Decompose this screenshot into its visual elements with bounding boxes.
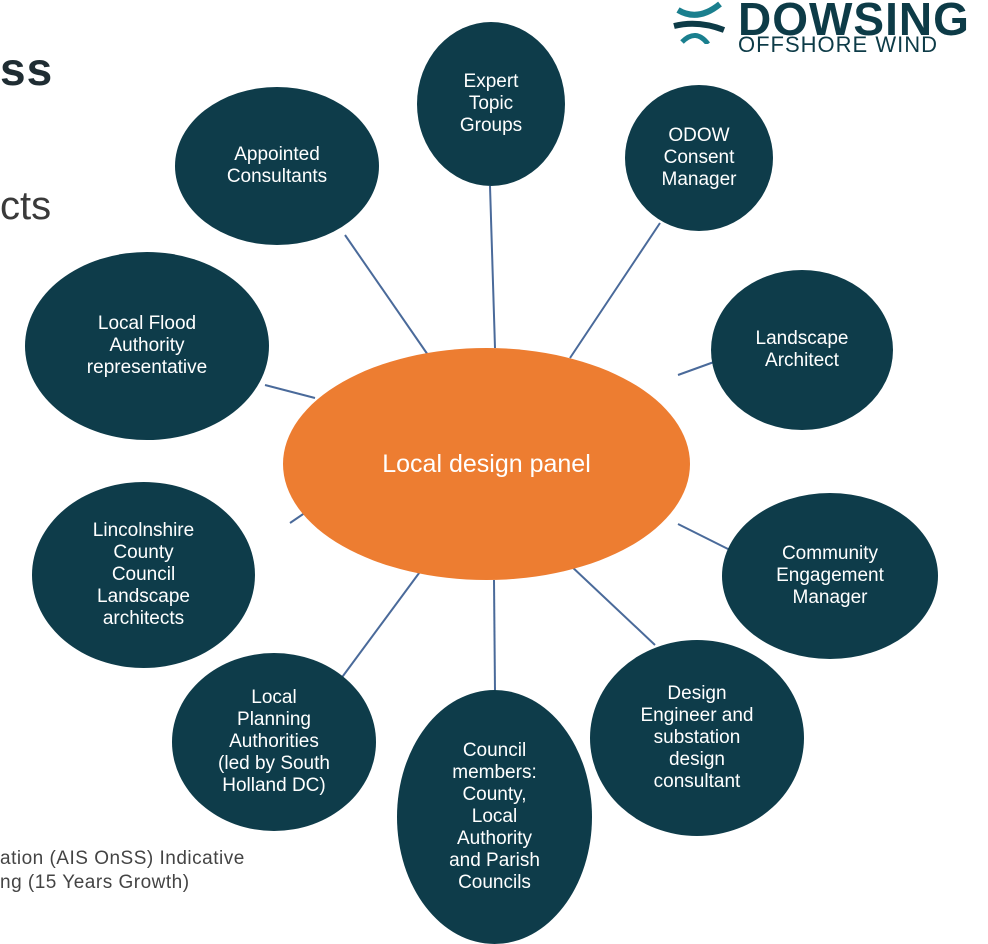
connector-line — [569, 222, 661, 359]
connector-line — [344, 234, 429, 356]
node-council-members: Council members: County, Local Authority… — [397, 690, 592, 944]
node-label: Council members: County, Local Authority… — [449, 740, 540, 893]
logo-wordmark: DOWSING — [738, 0, 970, 45]
node-label: Lincolnshire County Council Landscape ar… — [92, 520, 195, 629]
node-label: Expert Topic Groups — [459, 71, 523, 136]
hub-local-design-panel: Local design panel — [283, 348, 690, 580]
company-logo: DOWSING OFFSHORE WIND — [608, 0, 988, 70]
connector-line — [264, 384, 316, 399]
wind-logo-icon — [673, 1, 726, 44]
connector-line — [493, 579, 496, 693]
node-landscape-architect: Landscape Architect — [711, 270, 893, 430]
node-label: Local Planning Authorities (led by South… — [218, 687, 330, 796]
connector-line — [489, 185, 496, 349]
node-design-engineer: Design Engineer and substation design co… — [590, 640, 804, 836]
node-local-flood-authority: Local Flood Authority representative — [25, 252, 269, 440]
hub-label: Local design panel — [382, 449, 591, 478]
slide-title-fragment: ss — [0, 43, 54, 95]
caption-line-2: ng (15 Years Growth) — [0, 872, 190, 893]
node-label: Local Flood Authority representative — [86, 313, 208, 378]
connector-line — [677, 523, 731, 551]
node-expert-topic-groups: Expert Topic Groups — [417, 22, 565, 186]
connector-line — [569, 564, 656, 646]
connector-line — [339, 564, 426, 681]
slide-subtitle-fragment: cts — [0, 184, 52, 228]
node-appointed-consultants: Appointed Consultants — [175, 87, 379, 245]
node-label: Appointed Consultants — [226, 144, 328, 187]
logo-subtitle: OFFSHORE WIND — [738, 32, 938, 57]
caption-line-1: ation (AIS OnSS) Indicative — [0, 848, 245, 869]
node-odow-consent-manager: ODOW Consent Manager — [625, 85, 773, 231]
node-community-engagement-manager: Community Engagement Manager — [722, 493, 938, 659]
node-label: ODOW Consent Manager — [661, 125, 737, 190]
node-local-planning-authorities: Local Planning Authorities (led by South… — [172, 653, 376, 831]
node-label: Design Engineer and substation design co… — [640, 683, 754, 792]
node-label: Community Engagement Manager — [776, 543, 884, 608]
node-label: Landscape Architect — [755, 328, 849, 371]
node-lincolnshire-county-council: Lincolnshire County Council Landscape ar… — [32, 482, 255, 668]
